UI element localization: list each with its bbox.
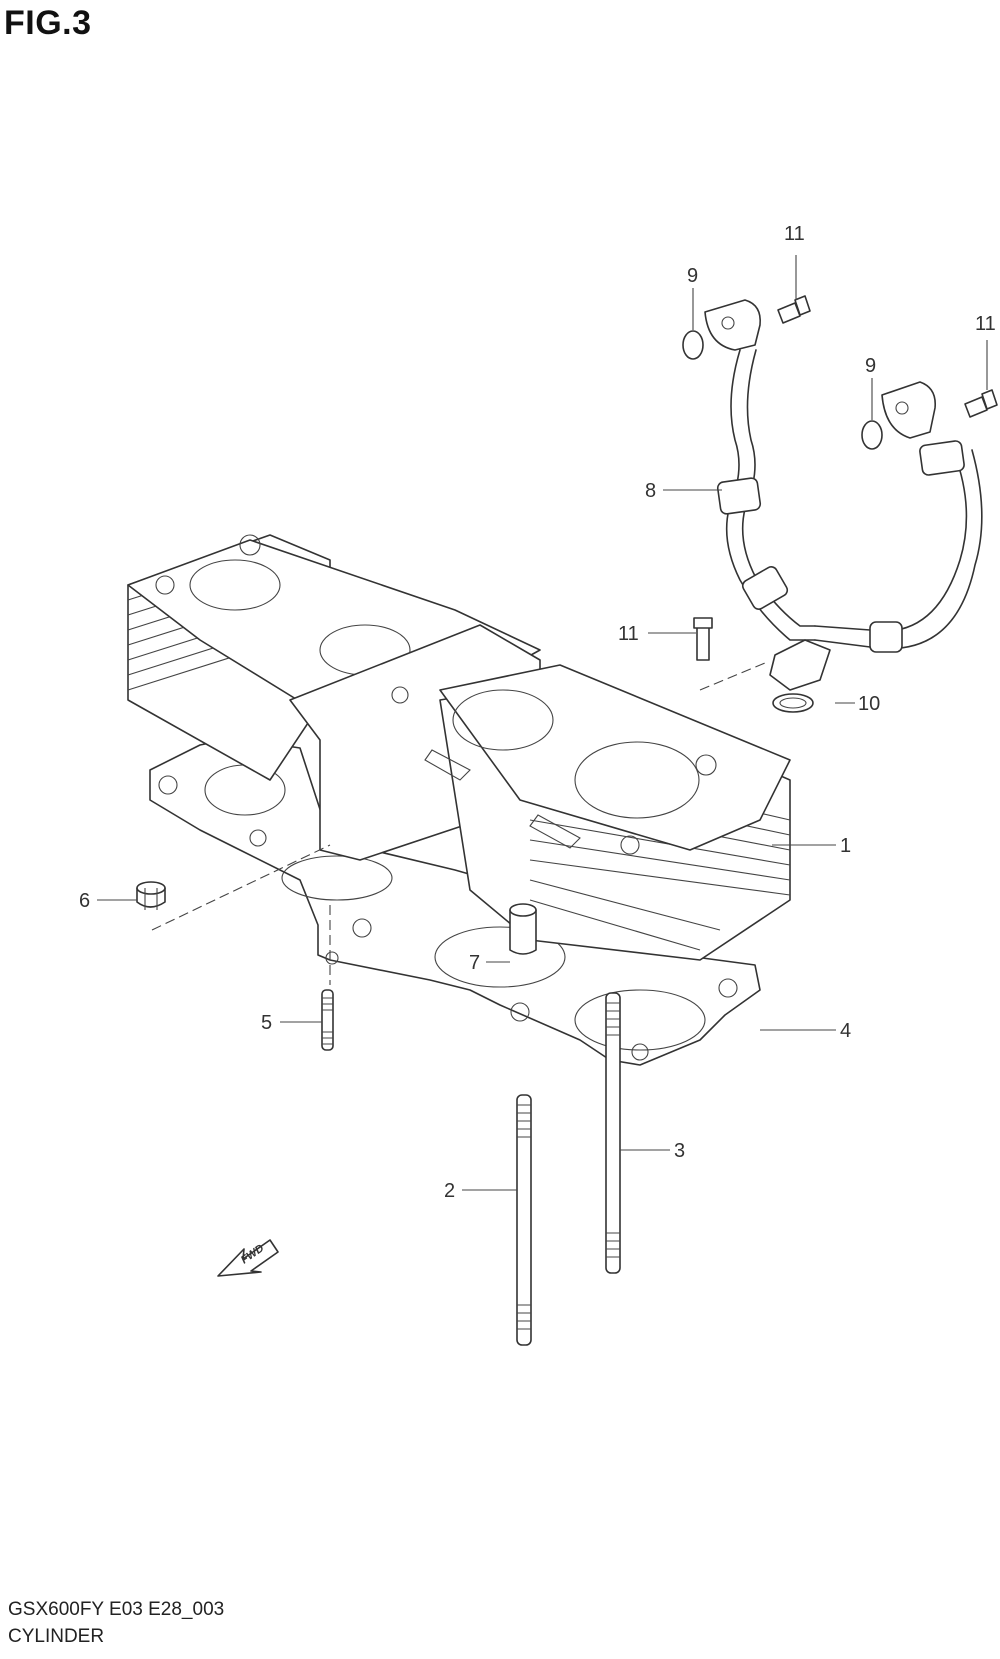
o-ring-upper-right[interactable] (861, 420, 883, 450)
o-ring-upper-left[interactable] (682, 330, 704, 360)
bolt-right[interactable] (964, 389, 998, 418)
callout-2: 2 (444, 1180, 455, 1202)
nut[interactable] (136, 881, 166, 910)
callout-4: 4 (840, 1020, 851, 1042)
callout-7: 7 (469, 952, 480, 974)
o-ring-lower[interactable] (772, 693, 814, 713)
callout-9-upper-right: 9 (865, 355, 876, 377)
section-name: CYLINDER (8, 1626, 105, 1647)
callout-8: 8 (645, 480, 656, 502)
dowel-pin[interactable] (509, 903, 537, 955)
bolt-top[interactable] (777, 295, 811, 324)
callout-9-upper-left: 9 (687, 265, 698, 287)
oil-hose-assembly[interactable] (704, 299, 983, 691)
callout-10: 10 (858, 693, 880, 715)
forward-arrow: FWD (217, 1239, 279, 1277)
stud[interactable] (605, 992, 621, 1274)
short-stud[interactable] (321, 989, 334, 1051)
bolt-lower[interactable] (693, 617, 713, 661)
figure-title: FIG.3 (4, 4, 92, 42)
callout-11-lower: 11 (618, 623, 639, 645)
leader-lines (97, 255, 988, 1191)
callout-5: 5 (261, 1012, 272, 1034)
callout-1: 1 (840, 835, 851, 857)
model-code: GSX600FY E03 E28_003 (8, 1599, 225, 1620)
long-stud[interactable] (516, 1094, 532, 1346)
callout-6: 6 (79, 890, 90, 912)
callout-3: 3 (674, 1140, 685, 1162)
cylinder-block[interactable] (127, 534, 791, 961)
callout-11-top: 11 (784, 223, 805, 245)
callout-11-right: 11 (975, 313, 996, 335)
